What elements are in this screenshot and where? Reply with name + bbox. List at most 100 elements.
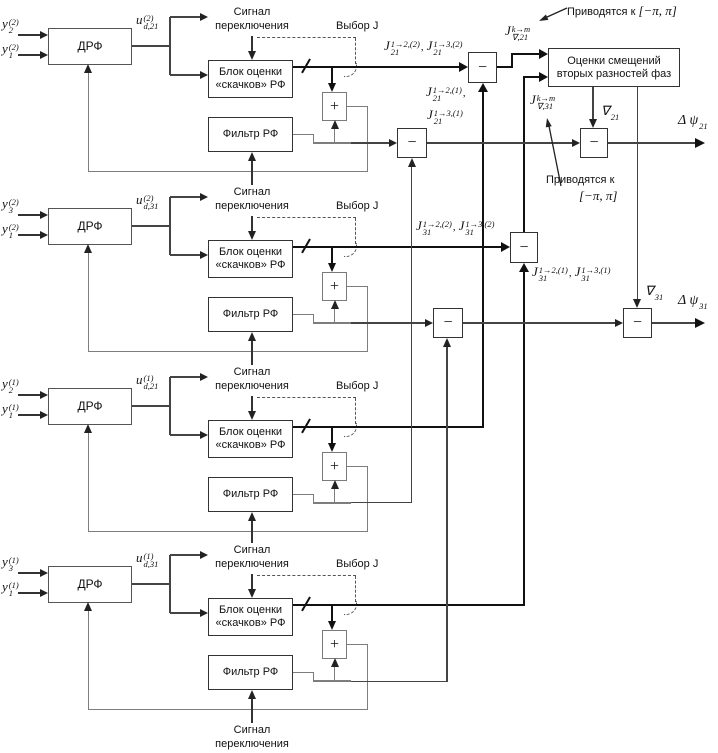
arrowhead <box>40 569 48 578</box>
wire <box>351 322 425 324</box>
u-signal-label: u(2)d,21 <box>136 12 159 31</box>
wire <box>18 572 40 574</box>
jump-estimator-box: Блок оценки «скачков» РФ <box>208 240 293 278</box>
filter-output-wire <box>312 502 352 504</box>
switch-label-line1: Сигнал <box>233 6 271 18</box>
select-dashed-line <box>257 217 356 218</box>
drf-label: ДРФ <box>77 577 103 591</box>
estimator-line2: вторых разностей фаз <box>556 67 672 80</box>
input-label-y1-1: y(1)1 <box>2 579 19 598</box>
wire <box>18 34 40 36</box>
wire <box>636 87 638 300</box>
jump-bus-wire <box>351 65 459 69</box>
arrowhead <box>327 443 336 452</box>
group-pair31-ch2: y(2)3 y(2)1 ДРФ u(2)d,31 Блок оценки «ск… <box>0 180 380 356</box>
input-label-y2-1: y(1)2 <box>2 376 19 395</box>
switch-signal-label-1: Сигнал переключения <box>212 5 292 33</box>
arrowhead <box>248 411 257 420</box>
filter-label: Фильтр РФ <box>222 308 279 320</box>
filter-box: Фильтр РФ <box>208 655 293 690</box>
jump-box-line2: «скачков» РФ <box>215 439 286 451</box>
wire <box>366 644 368 710</box>
switch-label-line1: Сигнал <box>233 544 271 556</box>
wire <box>251 216 253 231</box>
arrowhead <box>633 299 642 308</box>
wire <box>334 667 336 681</box>
minus-sign: − <box>589 134 599 151</box>
switch-label-line2: переключения <box>215 558 289 570</box>
wire <box>351 680 447 683</box>
offset-subtractor-31: − <box>623 308 652 338</box>
arrowhead <box>518 263 529 272</box>
arrowhead <box>330 300 339 309</box>
plus-sign: + <box>329 97 340 115</box>
jump-estimator-box: Блок оценки «скачков» РФ <box>208 60 293 98</box>
arrowhead <box>84 424 93 433</box>
arrowhead <box>40 411 48 420</box>
wire <box>652 322 695 324</box>
feedback-wire <box>88 708 368 710</box>
select-j-label: Выбор J <box>336 200 379 212</box>
switch-label-line1: Сигнал <box>233 186 271 198</box>
switch-label-line2: переключения <box>215 380 289 392</box>
wire <box>18 414 40 416</box>
output-label-dpsi31: Δ ψ 31 <box>678 293 708 311</box>
arrowhead <box>248 690 257 699</box>
arrowhead <box>84 64 93 73</box>
annotation-arrow-mid <box>545 118 562 187</box>
feedback-wire <box>88 170 368 172</box>
arrowhead <box>248 152 257 161</box>
switch-label-line1: Сигнал <box>233 724 271 736</box>
group-pair21-ch2: y(2)2 y(2)1 ДРФ u(2)d,21 Блок оценки «ск… <box>0 0 380 176</box>
filter-label: Фильтр РФ <box>222 128 279 140</box>
select-j-label: Выбор J <box>336 20 379 32</box>
jump-bus-wire <box>293 603 351 607</box>
switch-signal-label-3: Сигнал переключения <box>212 365 292 393</box>
wire <box>351 501 412 504</box>
arrowhead <box>248 332 257 341</box>
wire <box>312 314 314 323</box>
wire <box>251 574 253 589</box>
arrowhead <box>501 242 510 252</box>
plus-sign: + <box>329 457 340 475</box>
switch-label-line2: переключения <box>215 200 289 212</box>
select-dashed-line <box>257 397 356 398</box>
arrowhead <box>200 251 208 260</box>
wire <box>251 36 253 51</box>
filter-label: Фильтр РФ <box>222 488 279 500</box>
select-j-label: Выбор J <box>336 558 379 570</box>
wire <box>331 68 334 84</box>
arrowhead <box>327 83 336 92</box>
u-signal-label: u(1)d,31 <box>136 550 159 569</box>
group-pair21-ch1: y(1)2 y(1)1 ДРФ u(1)d,21 Блок оценки «ск… <box>0 360 380 536</box>
input-label-y1-2: y(2)1 <box>2 221 19 240</box>
select-dashed-line <box>257 575 356 576</box>
wire <box>251 341 253 365</box>
wire <box>169 377 171 435</box>
wire <box>334 129 336 143</box>
adder-box: + <box>322 272 347 301</box>
input-label-y3-2: y(2)3 <box>2 196 19 215</box>
wire <box>170 254 200 256</box>
wire <box>170 196 200 198</box>
arrowhead <box>40 31 48 40</box>
wire <box>463 322 615 324</box>
label-grad21: ∇ 21 <box>601 103 620 122</box>
switch-signal-label-5: Сигнал переключения <box>212 723 292 751</box>
reduce-note-text: Приводятся к <box>546 174 615 186</box>
adder-box: + <box>322 630 347 659</box>
wire <box>511 52 539 56</box>
drf-label: ДРФ <box>77 219 103 233</box>
wire <box>132 583 170 585</box>
wire <box>331 606 334 622</box>
reduce-range-text: [−π, π] <box>638 3 677 18</box>
jump-bus-wire <box>293 65 351 69</box>
offset-subtractor-21: − <box>580 128 608 158</box>
arrowhead <box>248 512 257 521</box>
